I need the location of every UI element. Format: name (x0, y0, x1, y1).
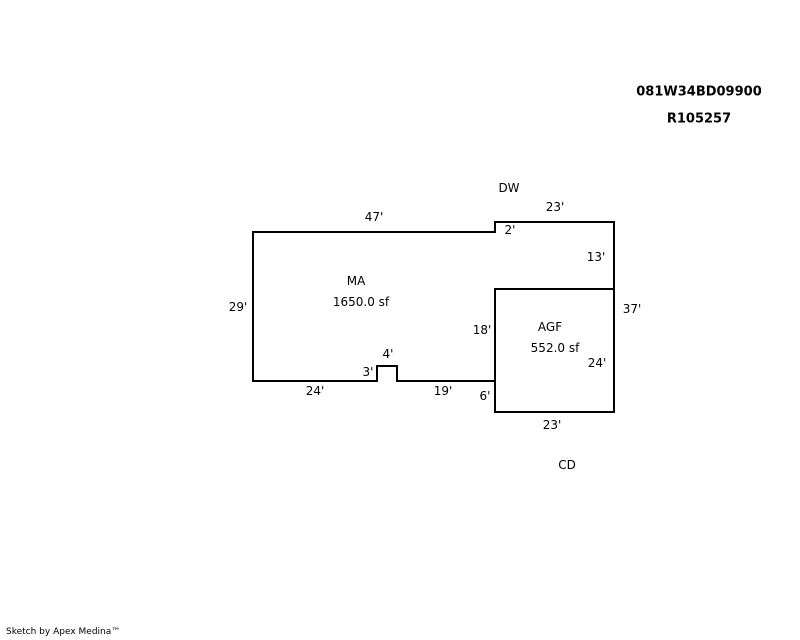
dimension-garage-left: 18' (472, 323, 492, 337)
dimension-upper-right: 13' (586, 250, 606, 264)
main-area-size-label: 1650.0 sf (332, 295, 390, 309)
garage-outline (494, 288, 615, 413)
dimension-garage-lower-left: 6' (479, 389, 491, 403)
main-area-code-label: MA (346, 274, 366, 288)
map-number-label: 081W34BD09900 (636, 84, 762, 100)
dimension-overall-right: 37' (622, 302, 642, 316)
dimension-bump-top: 4' (382, 347, 394, 361)
feature-dw-label: DW (498, 181, 520, 195)
main-area-outline (252, 221, 615, 382)
dimension-step-small: 2' (504, 223, 516, 237)
dimension-main-top: 47' (364, 210, 384, 224)
sketch-credit-footer: Sketch by Apex Medina™ (6, 627, 121, 637)
garage-area-code-label: AGF (537, 320, 563, 334)
dimension-main-left: 29' (228, 300, 248, 314)
dimension-bump-left: 3' (362, 365, 374, 379)
feature-cd-label: CD (558, 458, 576, 472)
dimension-garage-bottom: 23' (542, 418, 562, 432)
garage-area-size-label: 552.0 sf (530, 341, 580, 355)
account-number-label: R105257 (666, 111, 732, 127)
dimension-main-bottom-right: 19' (433, 384, 453, 398)
dimension-garage-right: 24' (587, 356, 607, 370)
dimension-main-bottom-left: 24' (305, 384, 325, 398)
dimension-upper-top: 23' (545, 200, 565, 214)
